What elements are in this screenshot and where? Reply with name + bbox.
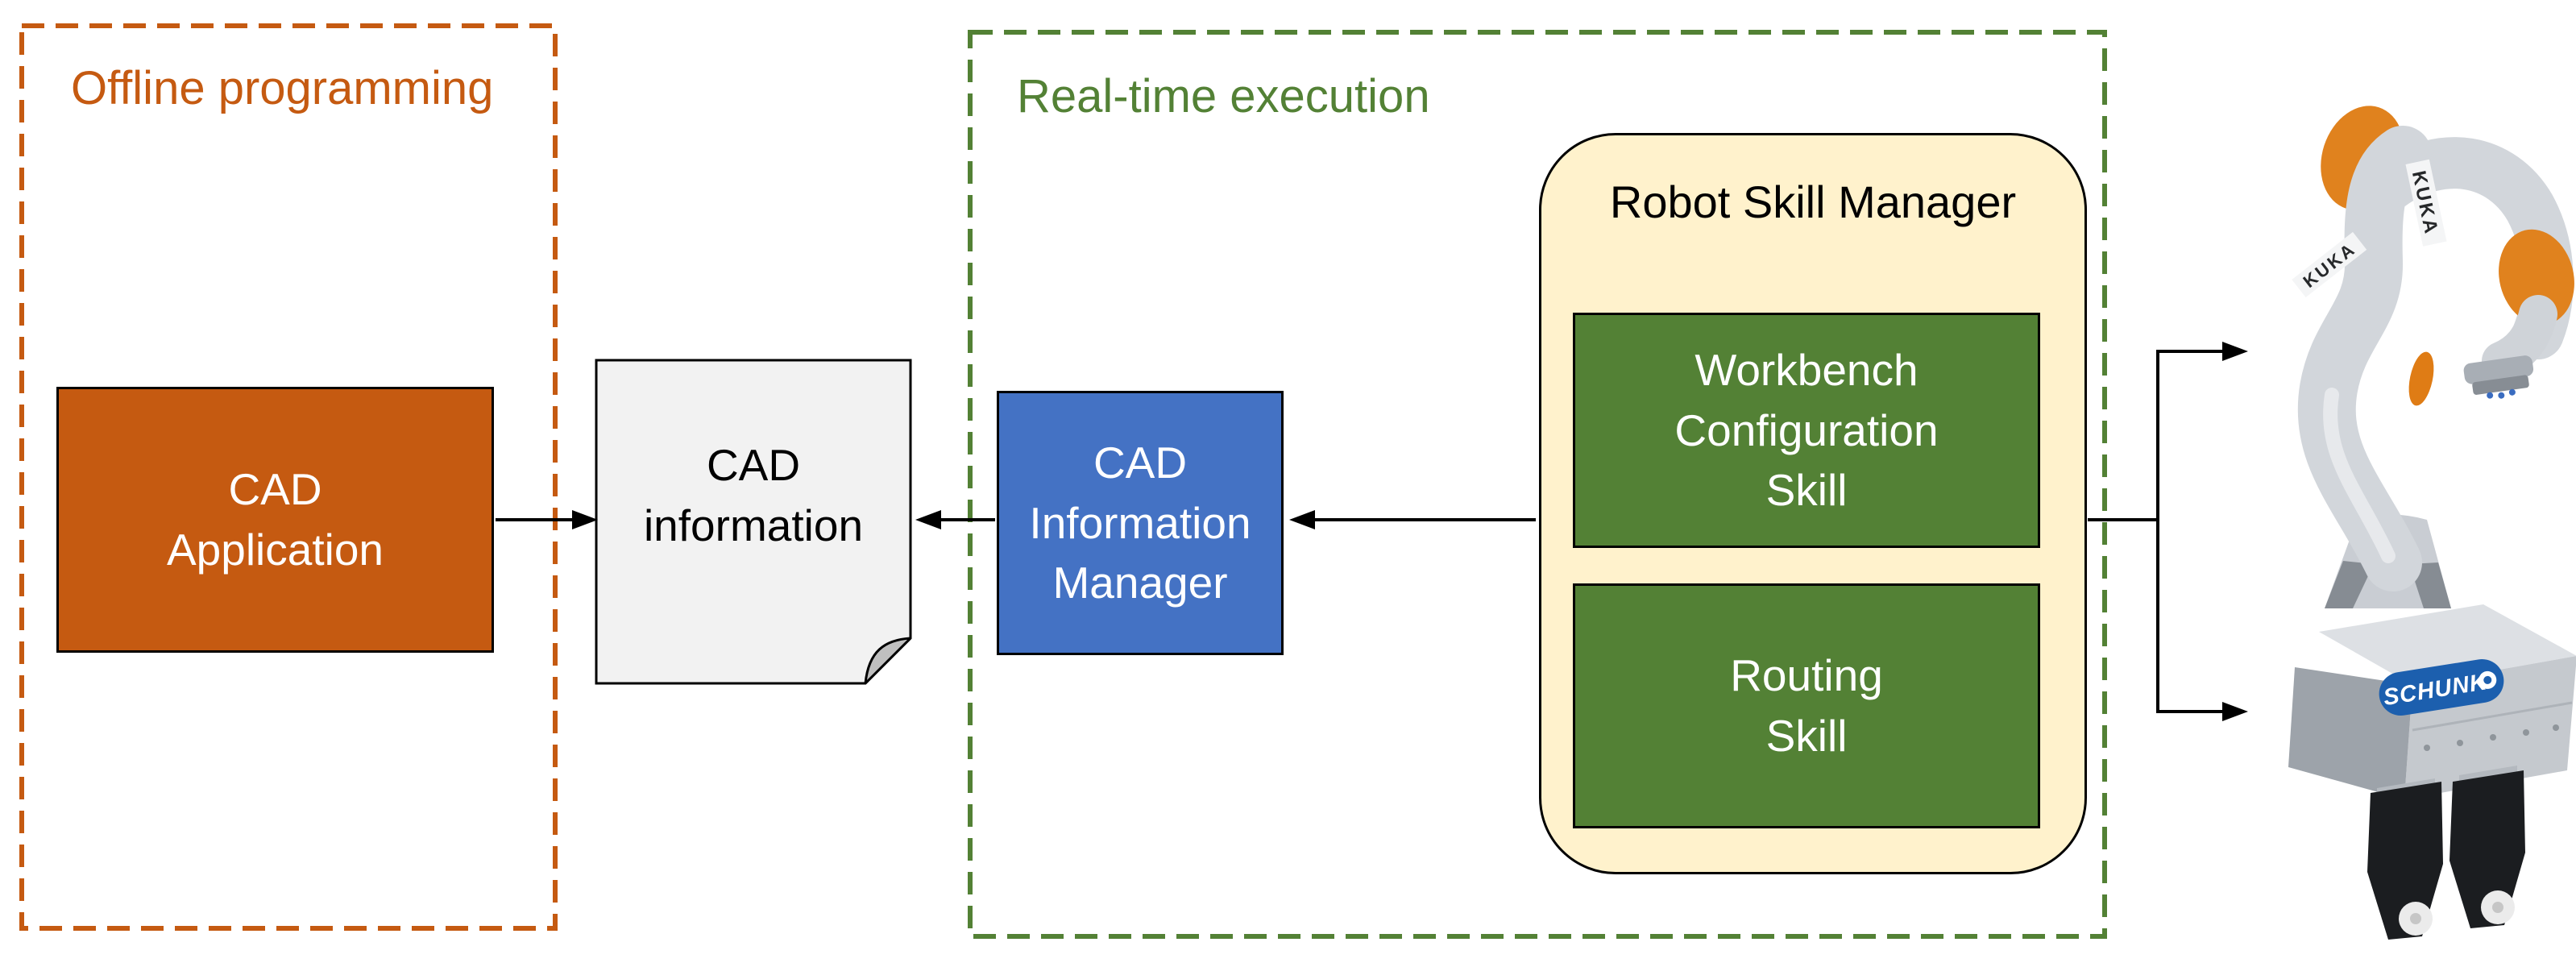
- node-workbench-configuration-skill: Workbench Configuration Skill: [1573, 313, 2040, 548]
- real-time-execution-label: Real-time execution: [1017, 70, 1430, 122]
- robot-skill-manager-title: Robot Skill Manager: [1609, 176, 2017, 227]
- node-cad-application: CAD Application: [56, 387, 494, 653]
- node-label-line: information: [643, 500, 864, 550]
- node-routing-skill: Routing Skill: [1573, 583, 2040, 828]
- node-label-line: CAD: [706, 440, 801, 491]
- schunk-logo: SCHUNK: [2379, 659, 2504, 716]
- node-label-line: CAD: [1093, 437, 1188, 488]
- node-label-line: Skill: [1765, 465, 1848, 516]
- node-label-line: Configuration: [1674, 405, 1939, 455]
- arrow-cad-information-manager-to-cad-information: [915, 510, 995, 529]
- arrow-to-gripper: [2158, 702, 2248, 721]
- kuka-robot-arm-image: KUKA KUKA: [2292, 106, 2574, 608]
- node-label-line: CAD: [228, 464, 322, 515]
- robot-end-effector: [2463, 355, 2534, 399]
- node-label-line: Skill: [1765, 711, 1848, 761]
- document-folded-corner: [864, 637, 912, 685]
- node-label-line: Manager: [1052, 558, 1228, 608]
- arrow-robot-skill-manager-to-cad-information-manager: [1289, 510, 1536, 529]
- node-label-line: Routing: [1730, 650, 1883, 701]
- node-cad-information-manager: CAD Information Manager: [997, 391, 1284, 655]
- node-label-line: Workbench: [1695, 344, 1919, 395]
- arrow-to-robot-arm: [2158, 342, 2248, 361]
- connector-robot-skill-manager-branch: [2088, 350, 2159, 713]
- arrow-cad-application-to-cad-information: [496, 510, 598, 529]
- offline-programming-group-border: [19, 23, 558, 931]
- node-cad-information: CAD information: [596, 379, 911, 612]
- schunk-gripper-image: SCHUNK: [2288, 604, 2576, 940]
- node-label-line: Application: [166, 525, 384, 575]
- real-time-execution-group-border: [968, 30, 2107, 939]
- offline-programming-label: Offline programming: [71, 62, 494, 114]
- node-label-line: Information: [1029, 497, 1251, 548]
